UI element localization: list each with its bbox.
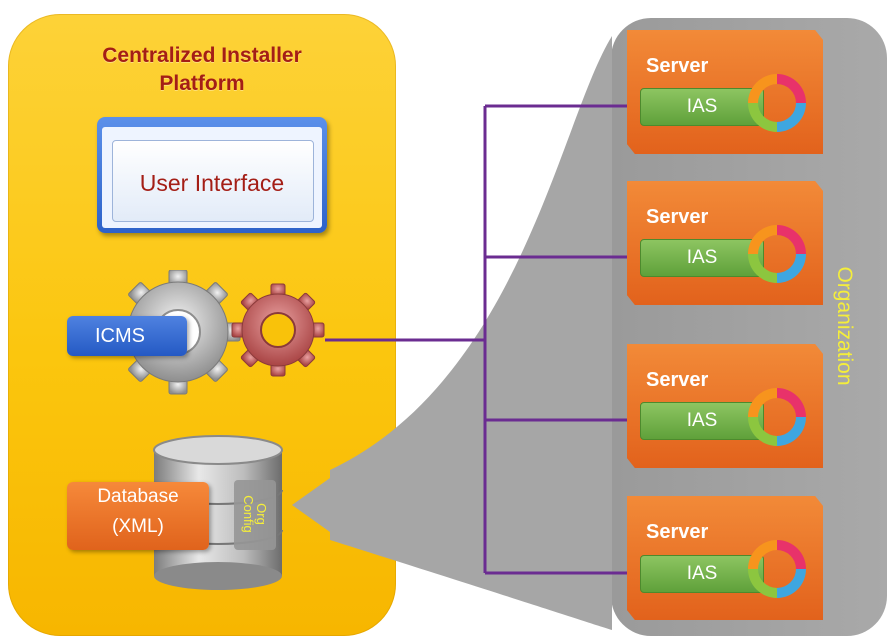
icms-label: ICMS <box>67 316 187 356</box>
org-config-label: Org Config <box>234 480 276 550</box>
refresh-cycle-icon <box>748 74 806 132</box>
user-interface-label: User Interface <box>139 170 285 196</box>
server-title-4: Server <box>646 521 709 543</box>
database-label: Database (XML) <box>67 482 209 550</box>
ias-agent-1: IAS <box>640 88 764 126</box>
refresh-cycle-icon <box>748 388 806 446</box>
server-title-1: Server <box>646 55 709 77</box>
server-title-2: Server <box>646 206 709 228</box>
ias-agent-2: IAS <box>640 239 764 277</box>
database-label-line1: Database <box>97 486 179 507</box>
platform-title-line2: Platform <box>159 72 245 95</box>
ias-agent-3: IAS <box>640 402 764 440</box>
server-title-3: Server <box>646 369 709 391</box>
refresh-cycle-icon <box>748 225 806 283</box>
database-label-line2: (XML) <box>112 516 164 537</box>
red-gear-icon <box>231 283 325 377</box>
refresh-cycle-icon <box>748 540 806 598</box>
platform-title-line1: Centralized Installer <box>102 44 302 67</box>
ias-agent-4: IAS <box>640 555 764 593</box>
platform-title: Centralized Installer Platform <box>8 42 396 98</box>
user-interface-panel <box>112 140 314 222</box>
